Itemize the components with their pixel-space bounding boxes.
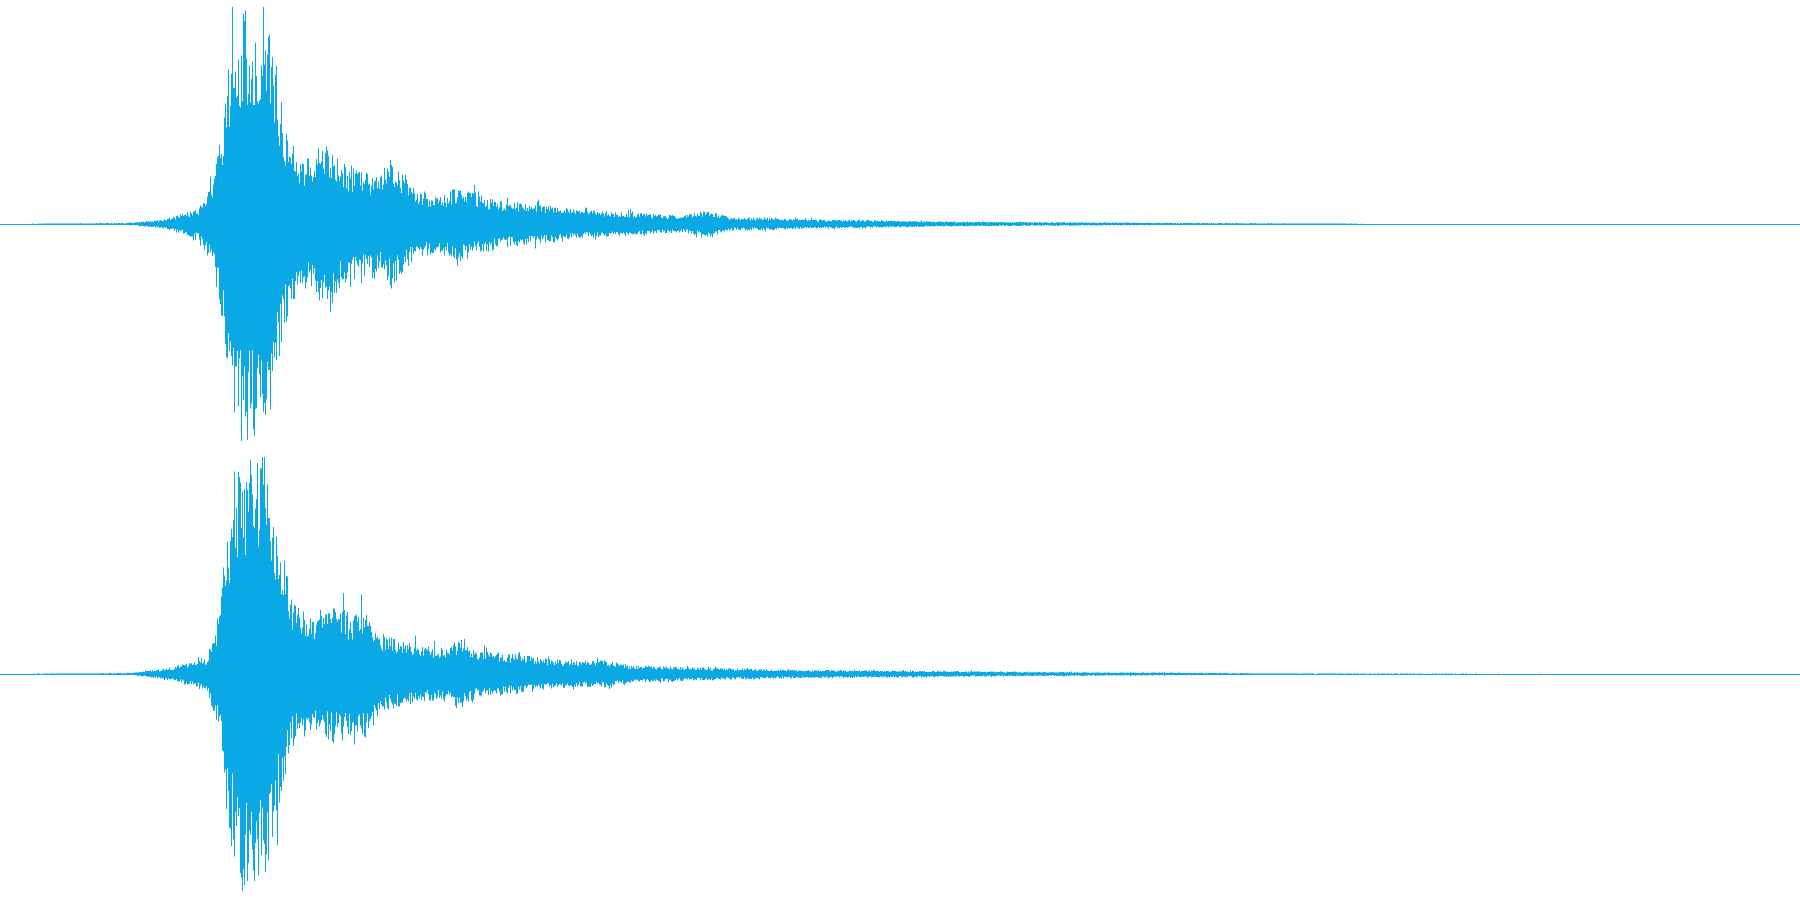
waveform-channel-2[interactable] bbox=[0, 457, 1800, 891]
waveform-channel-1[interactable] bbox=[0, 7, 1800, 441]
channel-1-waveform bbox=[13, 7, 1584, 441]
channel-2-waveform bbox=[14, 457, 1672, 891]
